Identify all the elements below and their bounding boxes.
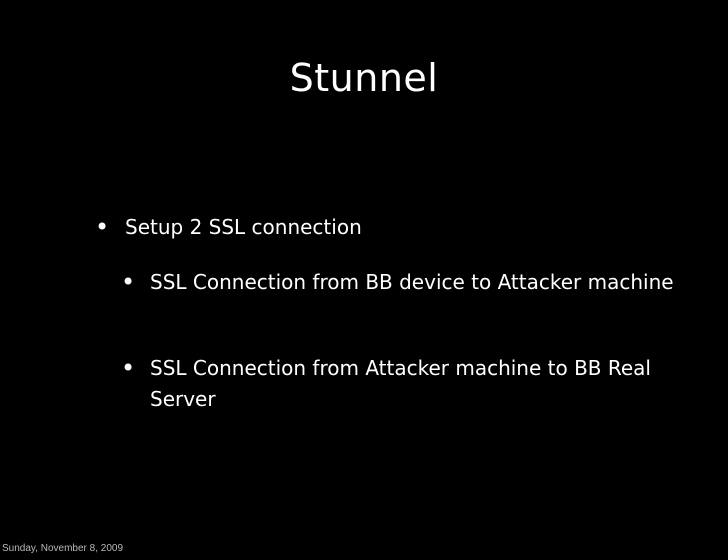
bullet-text: SSL Connection from Attacker machine to … (150, 356, 651, 411)
bullet-dot-icon: • (95, 213, 110, 241)
slide-title: Stunnel (289, 56, 439, 100)
bullet-text: Setup 2 SSL connection (125, 215, 362, 239)
bullet-level-1: • Setup 2 SSL connection (95, 212, 685, 243)
bullet-dot-icon: • (121, 354, 136, 382)
bullet-dot-icon: • (121, 268, 136, 296)
bullet-level-2: • SSL Connection from Attacker machine t… (121, 353, 690, 415)
bullet-text: SSL Connection from BB device to Attacke… (150, 270, 674, 294)
bullet-level-2: • SSL Connection from BB device to Attac… (121, 267, 690, 298)
footer-date: Sunday, November 8, 2009 (2, 543, 124, 554)
